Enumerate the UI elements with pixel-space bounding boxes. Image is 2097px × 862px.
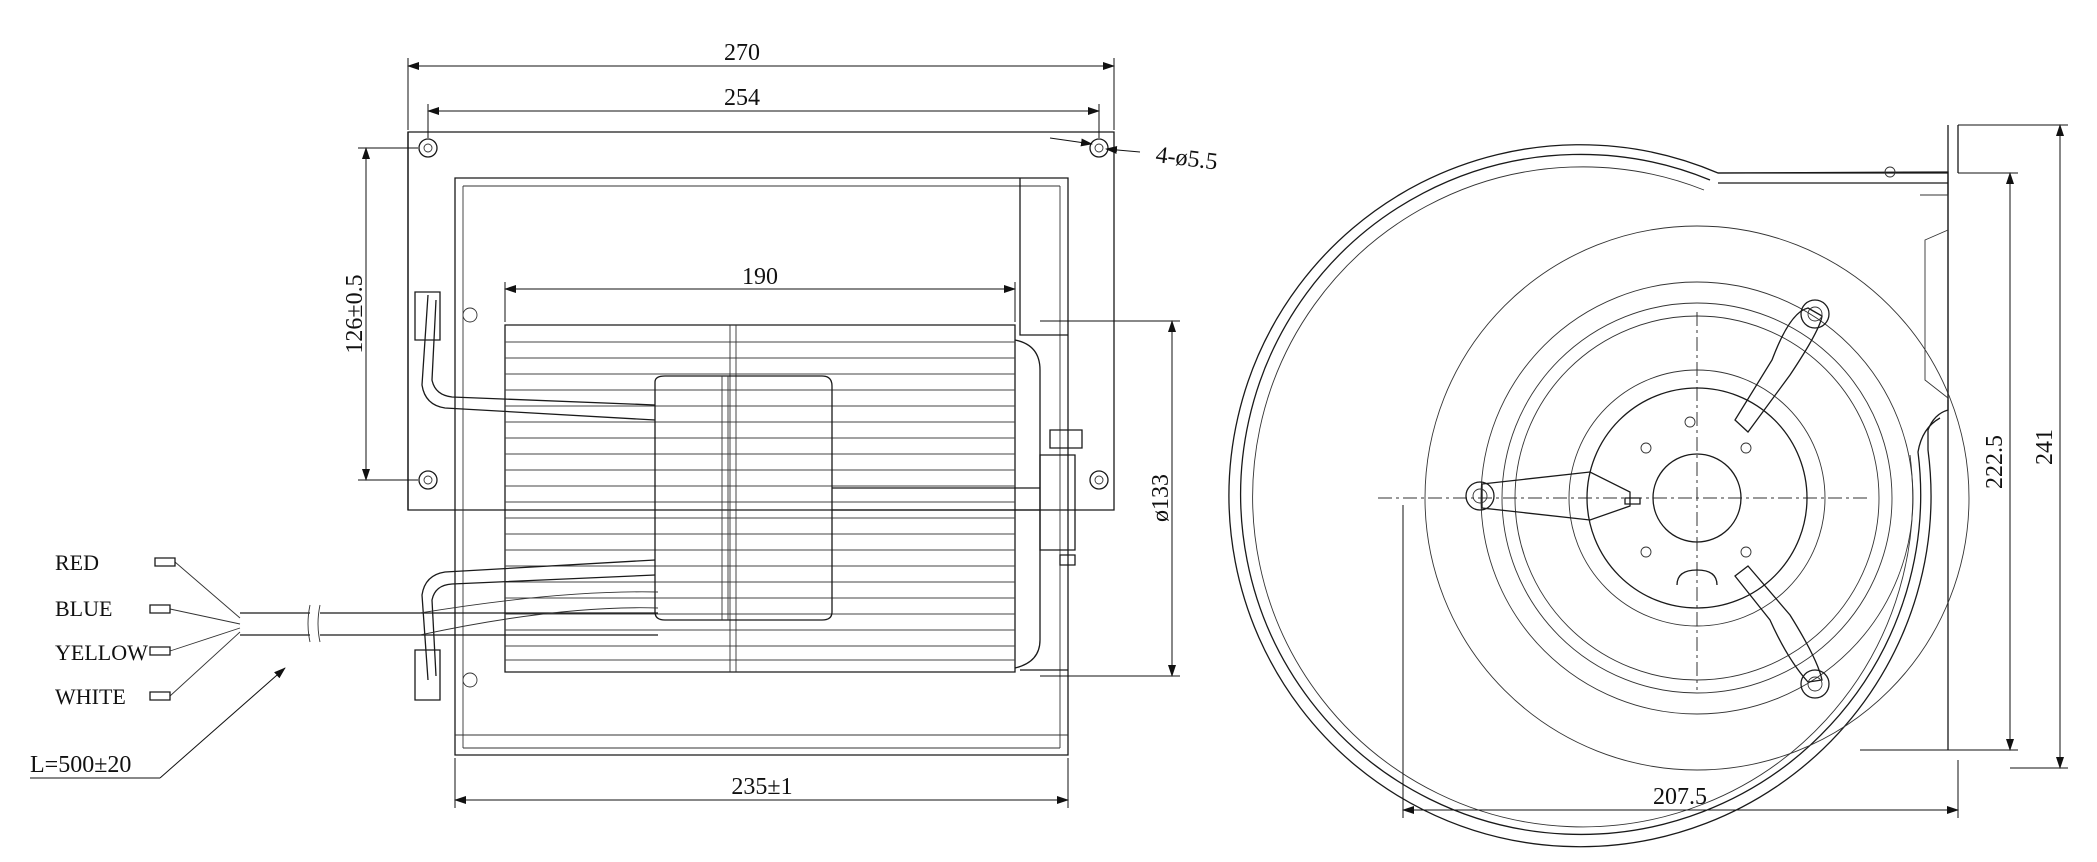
dim-overall-width-label: 270 — [724, 40, 760, 66]
impeller — [1424, 225, 1970, 771]
wire-leads: RED BLUE YELLOW WHITE — [55, 550, 241, 709]
power-cable — [240, 591, 659, 643]
dim-holes-label: 4-ø5.5 — [1154, 142, 1219, 175]
dim-overall-width: 270 — [407, 40, 1115, 130]
mount-hole-tr — [1089, 138, 1109, 158]
front-view: 222.5 241 207.5 — [1228, 124, 2068, 848]
dim-hole-spacing: 254 — [427, 85, 1100, 138]
dim-front-width: 207.5 — [1402, 505, 1959, 818]
wire-label-white: WHITE — [55, 684, 126, 709]
dim-housing-width-label: 235±1 — [731, 774, 792, 800]
wire-label-yellow: YELLOW — [55, 640, 148, 665]
hub — [1652, 453, 1742, 543]
dim-motor-length-label: 190 — [742, 264, 778, 290]
motor-brackets — [414, 291, 656, 701]
motor-fins — [504, 324, 1041, 673]
mounting-flange — [407, 131, 1115, 511]
capacitor-box — [654, 375, 833, 621]
dim-holes: 4-ø5.5 — [1049, 137, 1219, 176]
dim-motor-length: 190 — [504, 264, 1016, 322]
cable-length-label: L=500±20 — [30, 752, 131, 778]
scroll-housing — [1228, 125, 1959, 848]
centerlines — [1378, 312, 1870, 690]
housing-side — [454, 177, 1069, 756]
dim-outlet-height: 222.5 — [1860, 172, 2018, 751]
dim-vertical-hole-spacing-label: 126±0.5 — [342, 274, 368, 353]
dim-vertical-hole-spacing: 126±0.5 — [342, 147, 418, 481]
wire-label-blue: BLUE — [55, 596, 112, 621]
spider-arms — [1465, 299, 1830, 699]
dim-overall-height: 241 — [1958, 124, 2068, 769]
side-view: RED BLUE YELLOW WHITE L=500±20 270 254 — [30, 40, 1219, 808]
dim-outlet-height-label: 222.5 — [1982, 435, 2008, 489]
shaft — [832, 429, 1083, 566]
mount-hole-tl — [418, 138, 438, 158]
dim-motor-diameter-label: ø133 — [1148, 474, 1174, 522]
dim-front-width-label: 207.5 — [1653, 784, 1707, 810]
cable-length-callout: L=500±20 — [30, 667, 286, 779]
mount-hole-br — [1089, 470, 1109, 490]
mount-hole-bl — [418, 470, 438, 490]
dim-hole-spacing-label: 254 — [724, 85, 760, 111]
dim-overall-height-label: 241 — [2032, 429, 2058, 465]
dim-housing-width: 235±1 — [454, 758, 1069, 808]
wire-label-red: RED — [55, 550, 99, 575]
dim-motor-diameter: ø133 — [1040, 320, 1180, 677]
